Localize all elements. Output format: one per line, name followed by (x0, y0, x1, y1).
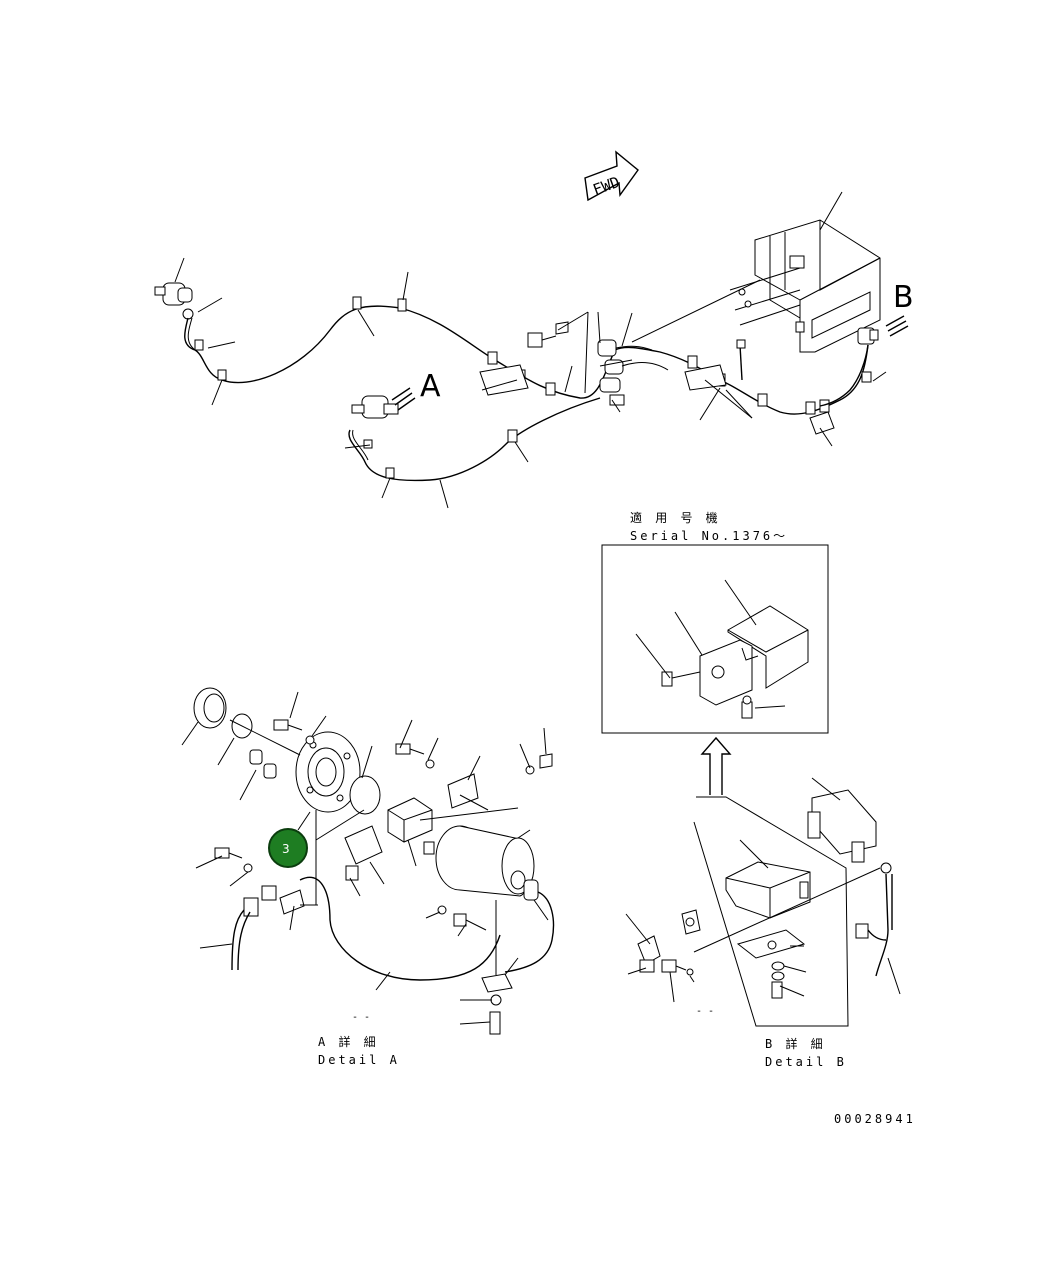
callout-3-number: 3 (282, 842, 290, 856)
fwd-arrow: FWD (584, 150, 639, 202)
applicable-jp: 適 用 号 機 (630, 510, 721, 525)
fwd-label: FWD (590, 173, 622, 199)
center-connector-cluster (597, 339, 669, 406)
detail-a-en: Detail A (318, 1053, 400, 1067)
view-a-letter: A (420, 369, 441, 404)
bolt-washer-top (527, 321, 569, 348)
main-harness: A B (154, 191, 914, 509)
callout-3[interactable]: 3 (268, 828, 308, 868)
left-connector (154, 282, 194, 320)
dash-b: - - (696, 1006, 714, 1017)
connector-b (857, 327, 879, 345)
view-b-letter: B (893, 280, 914, 315)
detail-a-jp: A 詳 細 (318, 1034, 379, 1049)
detail-b-jp: B 詳 細 (765, 1036, 826, 1051)
up-arrow (700, 736, 732, 795)
leader-lines-top (174, 191, 887, 509)
detail-b: - - B 詳 細 Detail B (625, 777, 901, 1069)
mounting-frame (729, 219, 881, 353)
detail-a: 3 - - A 詳 細 Detail A (181, 687, 555, 1067)
drawing-number: 00028941 (834, 1112, 916, 1126)
detail-b-en: Detail B (765, 1055, 847, 1069)
connector-a (351, 395, 399, 419)
serial-label: Serial No.1376～ (630, 529, 788, 543)
serial-variant-box: 適 用 号 機 Serial No.1376～ (601, 510, 829, 734)
dash-a: - - (352, 1012, 370, 1023)
